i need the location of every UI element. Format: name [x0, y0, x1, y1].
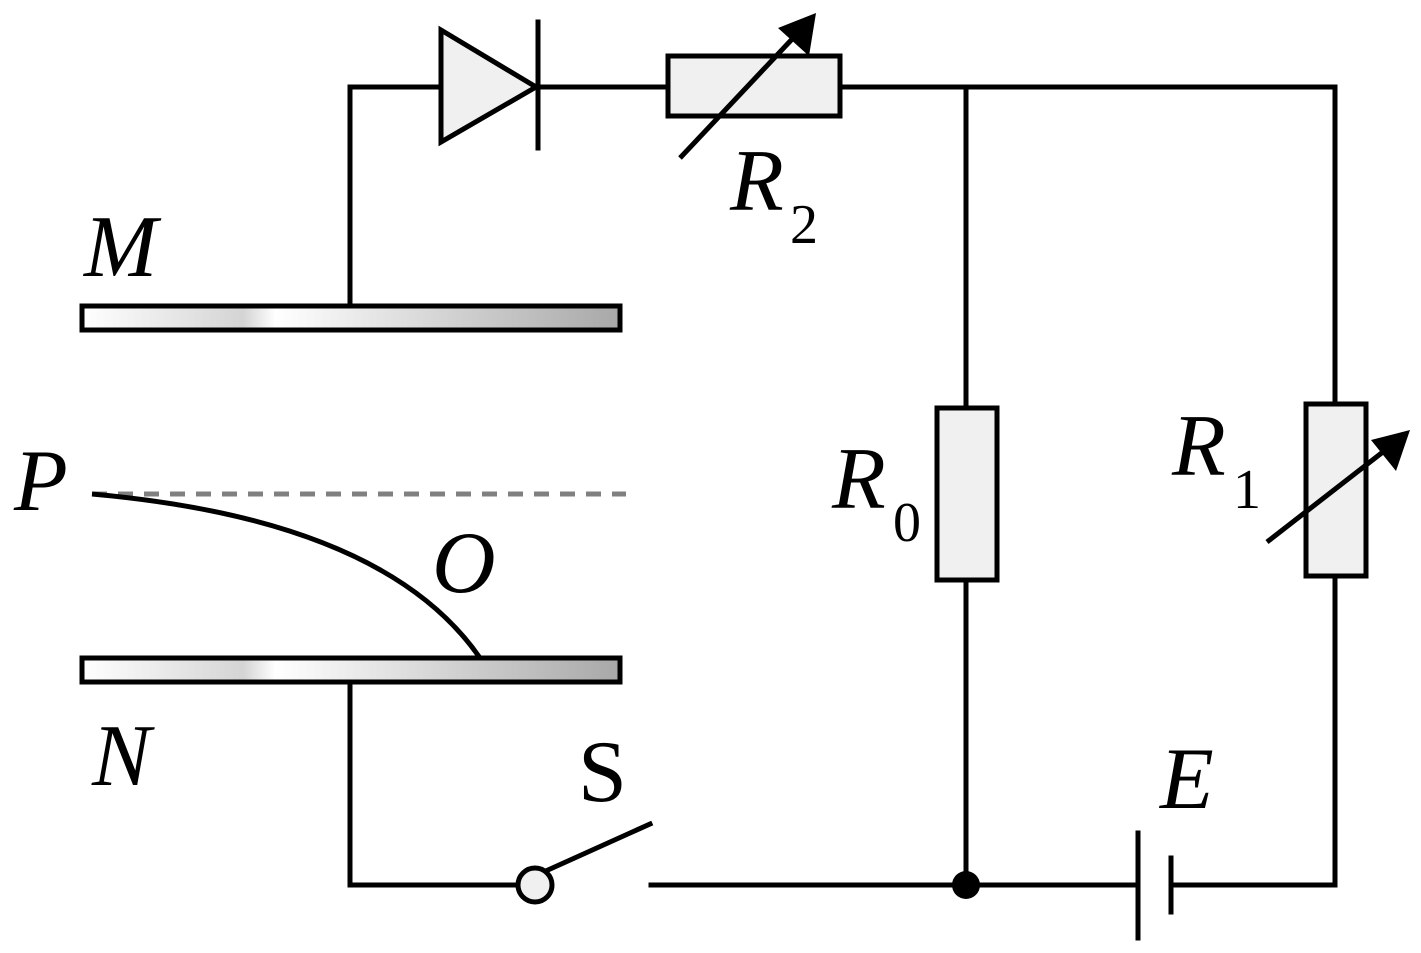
label-r2-subscript: 2: [790, 194, 818, 256]
diode-triangle: [438, 25, 541, 147]
diode: [438, 19, 541, 151]
junction-dot: [952, 871, 980, 899]
wire-r1-to-battery: [1168, 573, 1338, 888]
label-r0: R: [831, 431, 886, 528]
label-r0-subscript: 0: [893, 492, 921, 554]
rheostat-r2: [665, 13, 843, 160]
label-r2: R: [729, 133, 784, 230]
rheostat-r1: [1265, 401, 1410, 579]
label-p: P: [13, 433, 68, 530]
plate-n: [79, 655, 623, 685]
battery: [1135, 830, 1174, 941]
r1-arrow-head: [1371, 430, 1410, 471]
r2-arrow-head: [778, 13, 816, 56]
wire-r2-to-r1: [837, 84, 1338, 407]
wire-m-to-diode: [347, 84, 444, 308]
r2-arrow-shaft: [678, 34, 797, 160]
r2-body: [665, 53, 843, 119]
wire-n-to-switch: [347, 680, 521, 888]
r1-arrow-shaft: [1265, 446, 1390, 544]
label-s: S: [578, 724, 627, 821]
switch-pivot: [515, 865, 555, 905]
label-r1: R: [1171, 398, 1226, 495]
wires: [347, 84, 1338, 888]
label-e: E: [1158, 731, 1214, 828]
label-r1-subscript: 1: [1233, 459, 1261, 521]
switch-lever: [544, 820, 654, 874]
switch: [515, 820, 654, 905]
label-o: O: [432, 515, 496, 612]
resistor-r0: [934, 405, 1000, 583]
label-m: M: [82, 199, 162, 296]
plate-m: [79, 303, 623, 333]
label-n: N: [91, 708, 155, 805]
particle-trajectory: [91, 491, 483, 660]
